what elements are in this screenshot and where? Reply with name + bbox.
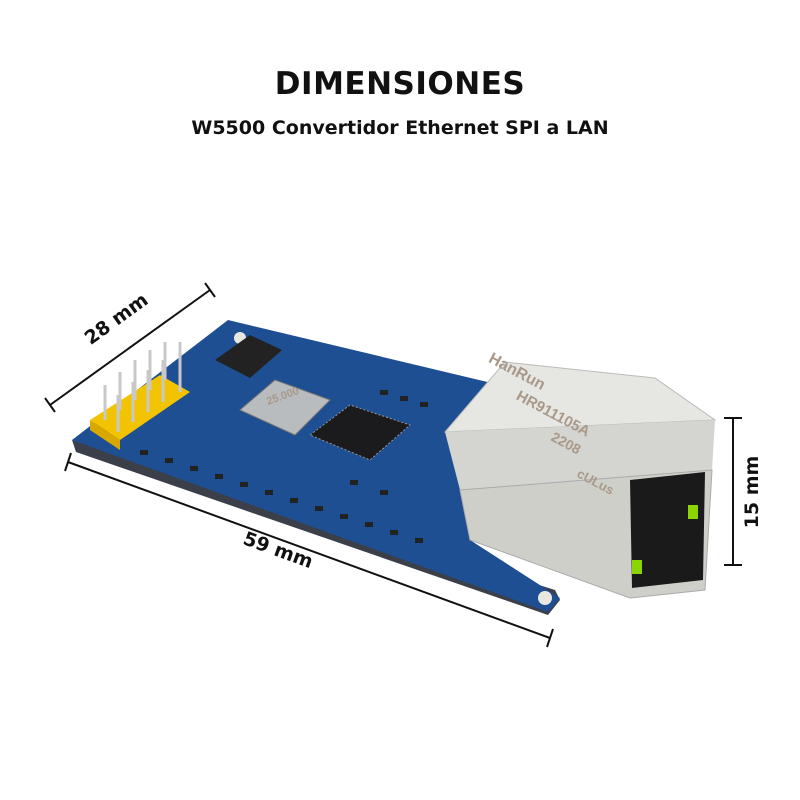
rj45-jack: HanRun HR911105A 2208 cULus xyxy=(443,350,717,599)
dim-label-length: 59 mm xyxy=(240,528,316,574)
voltage-regulator xyxy=(215,335,282,378)
page-subtitle: W5500 Convertidor Ethernet SPI a LAN xyxy=(191,117,609,139)
dim-line-length xyxy=(67,461,551,639)
w5500-chip xyxy=(309,404,411,461)
dimension-lines xyxy=(44,282,742,648)
pin-header xyxy=(90,342,190,450)
page-title: DIMENSIONES xyxy=(274,66,526,102)
dim-label-height: 15 mm xyxy=(741,456,763,529)
pcb-board: 25.000 xyxy=(72,320,560,615)
dim-line-width xyxy=(49,289,211,406)
crystal: 25.000 xyxy=(239,379,331,436)
smd-components xyxy=(140,390,428,543)
